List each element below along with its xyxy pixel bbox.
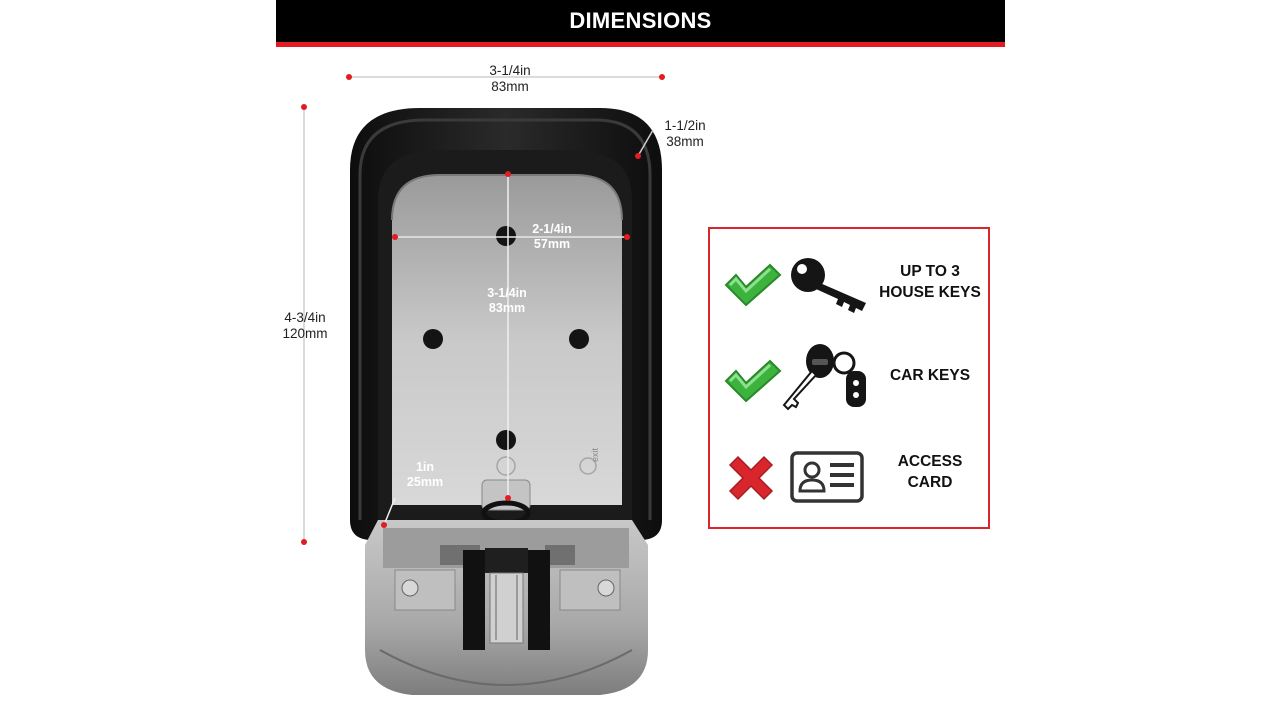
feature-text-access-card: ACCESS CARD [868, 451, 992, 493]
check-icon [724, 359, 782, 403]
depth-label: 1-1/2in 38mm [652, 118, 718, 150]
height-metric: 120mm [282, 326, 328, 341]
mounting-hole-left [423, 329, 443, 349]
lockbox-back-plate [392, 175, 622, 505]
compatibility-box: UP TO 3 HOUSE KEYS CAR KEYS [708, 227, 990, 529]
height-imperial: 4-3/4in [284, 310, 326, 325]
depth-imperial: 1-1/2in [664, 118, 706, 133]
cross-icon [728, 455, 774, 501]
feature-row-access-card: ACCESS CARD [710, 437, 988, 517]
feature-house-keys-line1: UP TO 3 [900, 263, 960, 280]
feature-text-car-keys: CAR KEYS [868, 365, 992, 386]
slot-depth-label: 1in 25mm [392, 460, 458, 490]
shackle-right [528, 550, 550, 650]
check-icon [724, 263, 782, 307]
id-card-icon [790, 451, 864, 503]
width-top-label: 3-1/4in 83mm [470, 63, 550, 95]
slot-depth-imperial: 1in [415, 460, 435, 474]
feature-row-car-keys: CAR KEYS [710, 341, 988, 421]
feature-text-house-keys: UP TO 3 HOUSE KEYS [868, 261, 992, 303]
lockbox-shell-rim [358, 118, 652, 520]
feature-row-house-keys: UP TO 3 HOUSE KEYS [710, 247, 988, 327]
page-title: DIMENSIONS [569, 8, 712, 33]
depth-metric: 38mm [666, 134, 704, 149]
slot-depth-metric: 25mm [406, 475, 444, 489]
inner-height-metric: 83mm [488, 301, 526, 315]
shackle-left [463, 550, 485, 650]
dimension-lines [301, 74, 665, 545]
inner-width-imperial: 2-1/4in [532, 222, 572, 236]
mounting-hole-right [569, 329, 589, 349]
width-top-metric: 83mm [491, 79, 529, 94]
inner-height-imperial: 3-1/4in [487, 286, 527, 300]
feature-car-keys-line1: CAR KEYS [889, 367, 971, 384]
feature-house-keys-line2: HOUSE KEYS [879, 284, 981, 301]
feature-access-card-line1: ACCESS [897, 453, 963, 470]
inner-height-label: 3-1/4in 83mm [472, 286, 542, 316]
car-key-icon [782, 344, 866, 411]
inner-width-metric: 57mm [533, 237, 571, 251]
svg-text:exit: exit [590, 447, 600, 462]
house-key-icon [791, 258, 866, 313]
width-top-imperial: 3-1/4in [489, 63, 531, 78]
header-banner: DIMENSIONS [276, 0, 1005, 47]
mounting-hole-top [496, 226, 516, 246]
inner-width-label: 2-1/4in 57mm [517, 222, 587, 252]
height-label: 4-3/4in 120mm [270, 310, 340, 342]
mounting-hole-bottom [496, 430, 516, 450]
feature-access-card-line2: CARD [907, 474, 953, 491]
